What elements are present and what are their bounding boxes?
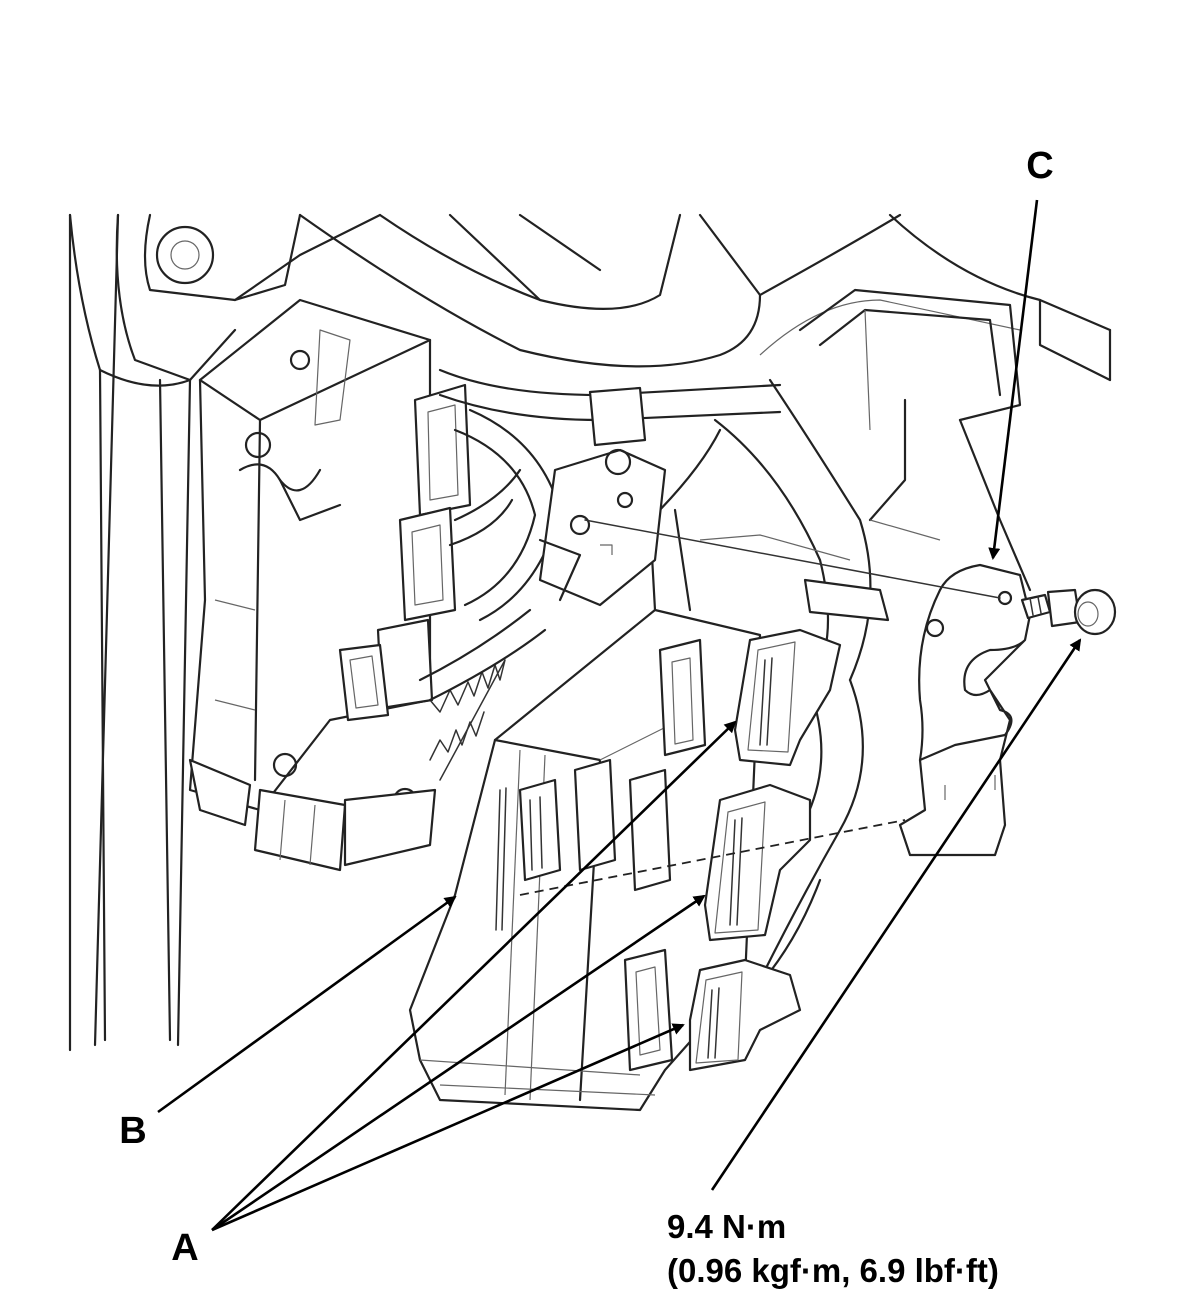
left-junction-box-drawing bbox=[188, 298, 506, 872]
control-unit-b-drawing bbox=[408, 608, 762, 1112]
leader-lines bbox=[157, 199, 1082, 1232]
leader-a-3 bbox=[211, 1023, 685, 1232]
leader-c bbox=[988, 199, 1039, 560]
leader-b bbox=[157, 895, 457, 1114]
callout-a: A bbox=[171, 1227, 198, 1269]
alignment-lines bbox=[519, 519, 1001, 896]
torque-spec-imperial: (0.96 kgf·m, 6.9 lbf·ft) bbox=[667, 1252, 999, 1289]
torque-spec-nm: 9.4 N·m bbox=[667, 1208, 786, 1245]
bracket-c-drawing bbox=[898, 563, 1117, 857]
callout-c: C bbox=[1026, 145, 1053, 187]
leader-a-1 bbox=[211, 720, 737, 1231]
vehicle-frame-drawing bbox=[68, 213, 1112, 1052]
mounting-bracket-drawing bbox=[538, 448, 667, 607]
leader-torque bbox=[710, 638, 1082, 1191]
connectors-a-drawing bbox=[688, 628, 842, 1072]
leader-a-2 bbox=[211, 894, 706, 1232]
upper-module-drawing bbox=[798, 288, 1032, 592]
callout-b: B bbox=[119, 1110, 146, 1152]
